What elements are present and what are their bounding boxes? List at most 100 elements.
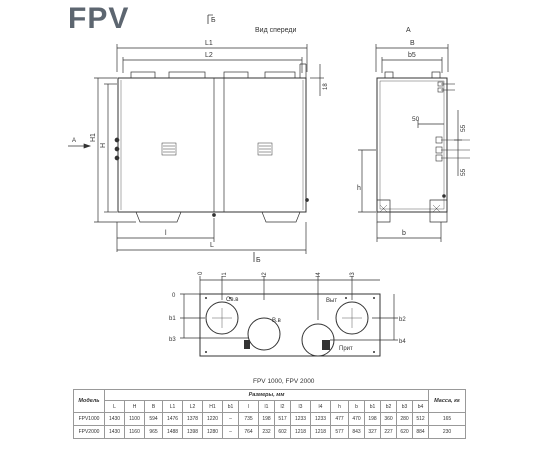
dim-55-upper: 55 xyxy=(460,124,467,132)
value-cell: 327 xyxy=(364,425,381,439)
value-cell: 602 xyxy=(274,425,291,439)
bottom-view: 0 l1 l2 l4 l3 0 b1 b3 b2 b4 xyxy=(169,271,406,385)
value-cell: 280 xyxy=(396,412,413,426)
dim-l4-bottom: l4 xyxy=(316,272,322,277)
dim-l2-bottom: l2 xyxy=(262,272,268,277)
side-view-label: А xyxy=(406,27,411,34)
value-cell: 198 xyxy=(258,412,275,426)
dim-18: 18 xyxy=(323,83,329,90)
value-cell: 1218 xyxy=(290,425,311,439)
column-header: b1 xyxy=(364,400,381,413)
dim-b4-bottom: b4 xyxy=(399,339,406,345)
dim-h1: H1 xyxy=(90,133,97,142)
column-header: b2 xyxy=(380,400,397,413)
port-prit-label: Прит xyxy=(339,346,353,352)
value-cell: 1233 xyxy=(290,412,311,426)
value-cell: 1476 xyxy=(162,412,183,426)
column-header: L1 xyxy=(162,400,183,413)
column-header: l4 xyxy=(310,400,331,413)
dim-b-upper: B xyxy=(410,40,415,47)
value-cell: 735 xyxy=(238,412,259,426)
value-cell: 198 xyxy=(364,412,381,426)
column-header: l1 xyxy=(258,400,275,413)
dim-l3-bottom: l3 xyxy=(350,272,356,277)
port-vv-label: В.в xyxy=(272,318,281,324)
mass-header: Масса, кг xyxy=(428,389,466,413)
value-cell: 594 xyxy=(144,412,163,426)
value-cell: 1488 xyxy=(162,425,183,439)
page-title: FPV xyxy=(68,2,130,35)
port-sv-label: Св.в xyxy=(226,297,238,303)
column-header: B xyxy=(144,400,163,413)
column-header: L xyxy=(104,400,125,413)
value-cell: 1220 xyxy=(202,412,223,426)
bottom-caption: FPV 1000, FPV 2000 xyxy=(253,378,315,385)
dim-l2: L2 xyxy=(205,52,213,59)
value-cell: 1378 xyxy=(182,412,203,426)
value-cell: 1100 xyxy=(124,412,145,426)
value-cell: 1398 xyxy=(182,425,203,439)
value-cell: 227 xyxy=(380,425,397,439)
value-cell: 1430 xyxy=(104,425,125,439)
value-cell: 620 xyxy=(396,425,413,439)
dim-b1-bottom: b1 xyxy=(169,316,176,322)
column-header: H xyxy=(124,400,145,413)
dim-b3-bottom: b3 xyxy=(169,337,176,343)
dim-b2-bottom: b2 xyxy=(399,317,406,323)
bottom-zero-x: 0 xyxy=(198,271,204,275)
value-cell: 1233 xyxy=(310,412,331,426)
value-cell: – xyxy=(222,425,239,439)
value-cell: 577 xyxy=(330,425,349,439)
dim-small-l: l xyxy=(165,230,167,237)
dim-l1-bottom: l1 xyxy=(222,272,228,277)
dim-big-l: L xyxy=(210,242,214,249)
value-cell: 517 xyxy=(274,412,291,426)
value-cell: 1280 xyxy=(202,425,223,439)
column-header: h xyxy=(330,400,349,413)
mass-cell: 165 xyxy=(428,412,466,426)
value-cell: 1218 xyxy=(310,425,331,439)
dim-55-lower: 55 xyxy=(460,168,467,176)
bottom-zero-y: 0 xyxy=(172,293,176,299)
model-header: Модель xyxy=(73,389,105,413)
value-cell: 843 xyxy=(348,425,365,439)
section-mark-bottom: Б xyxy=(256,257,261,264)
value-cell: 232 xyxy=(258,425,275,439)
value-cell: 470 xyxy=(348,412,365,426)
value-cell: 764 xyxy=(238,425,259,439)
column-header: l xyxy=(238,400,259,413)
column-header: H1 xyxy=(202,400,223,413)
value-cell: 884 xyxy=(412,425,429,439)
column-header: b1 xyxy=(222,400,239,413)
value-cell: 360 xyxy=(380,412,397,426)
dim-b-lower: b xyxy=(402,230,406,237)
side-view: А B b5 50 55 55 xyxy=(357,27,470,242)
dim-h-side: h xyxy=(357,185,361,192)
value-cell: 1160 xyxy=(124,425,145,439)
section-mark-top: Б xyxy=(211,17,216,24)
dim-l1: L1 xyxy=(205,40,213,47)
dim-h: H xyxy=(100,143,107,148)
value-cell: 1430 xyxy=(104,412,125,426)
column-header: l2 xyxy=(274,400,291,413)
column-header: b xyxy=(348,400,365,413)
value-cell: 965 xyxy=(144,425,163,439)
port-vyt-label: Выт xyxy=(326,298,337,304)
mass-cell: 230 xyxy=(428,425,466,439)
dimensions-header: Размеры, мм xyxy=(104,389,429,401)
dim-b5: b5 xyxy=(408,52,416,59)
column-header: b4 xyxy=(412,400,429,413)
dim-50: 50 xyxy=(412,116,420,123)
value-cell: 512 xyxy=(412,412,429,426)
model-cell: FPV1000 xyxy=(73,412,105,426)
column-header: L2 xyxy=(182,400,203,413)
front-view: Б Вид спереди L1 L2 xyxy=(68,14,329,264)
model-cell: FPV2000 xyxy=(73,425,105,439)
column-header: l3 xyxy=(290,400,311,413)
